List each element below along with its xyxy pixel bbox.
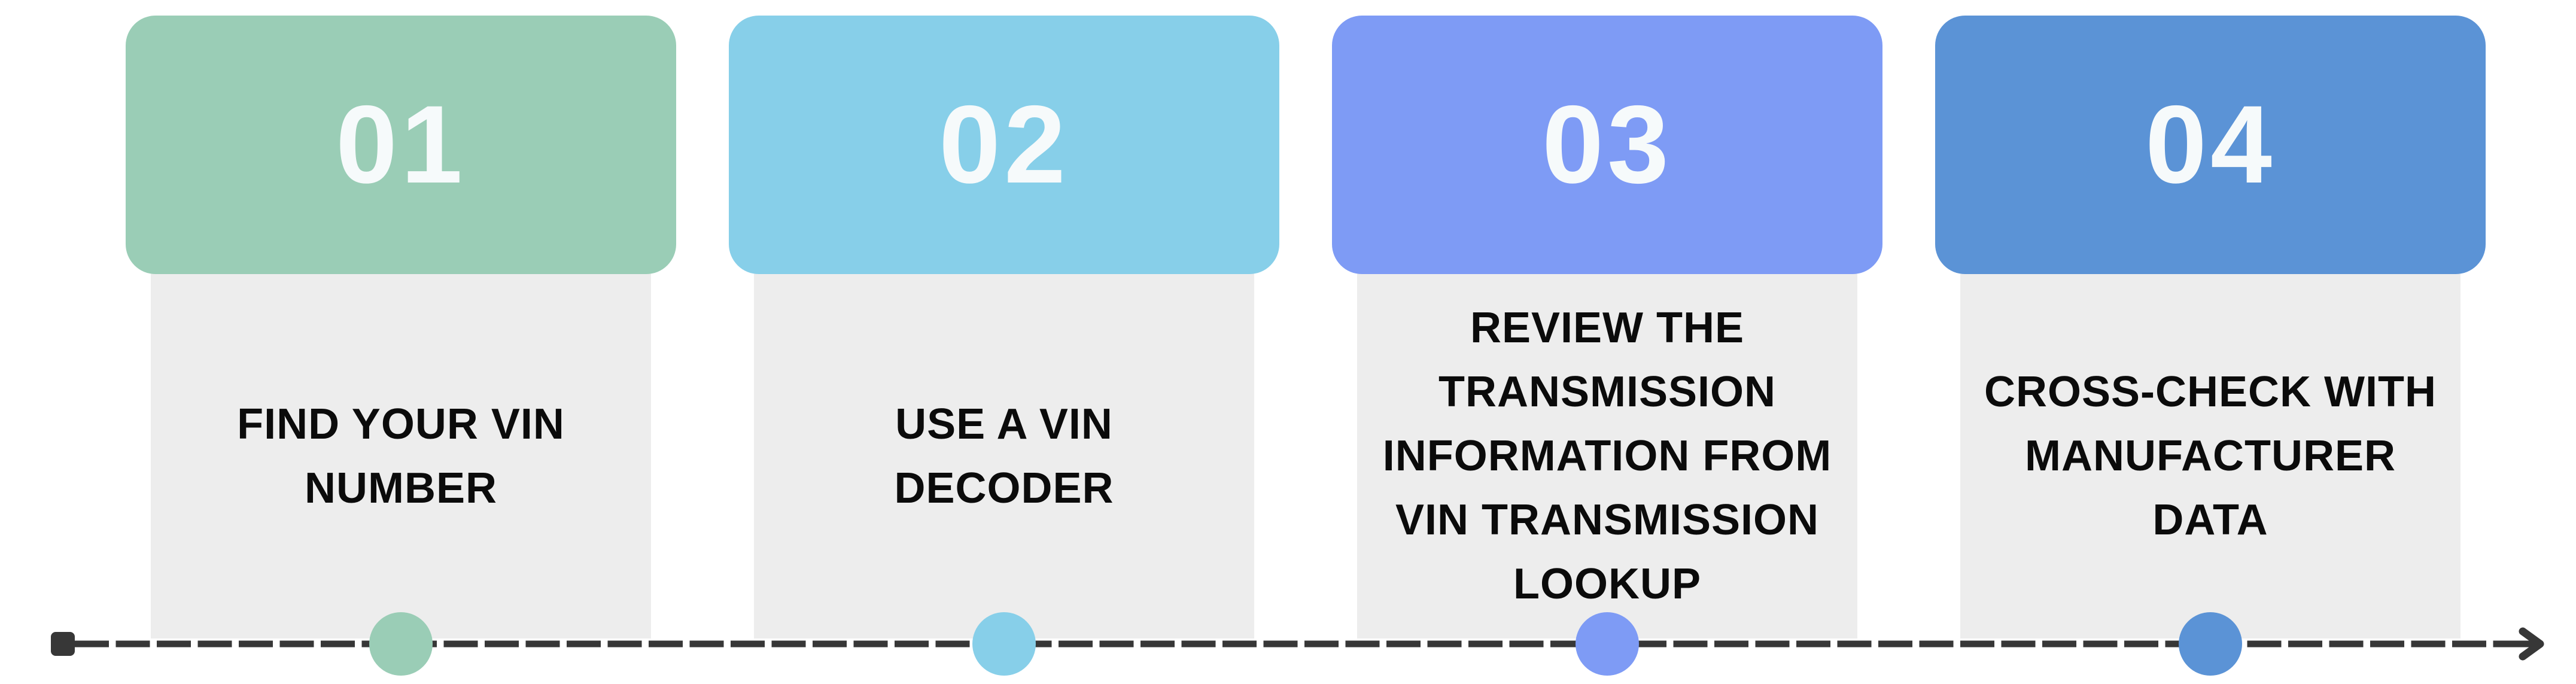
step-2-number: 02 [939, 83, 1069, 206]
step-4-number-badge: 04 [1935, 16, 2486, 274]
step-3-number: 03 [1542, 83, 1672, 206]
step-card-1: FIND YOUR VIN NUMBER 01 [126, 0, 676, 684]
step-2-timeline-dot [972, 612, 1036, 676]
step-3-timeline-dot [1576, 612, 1639, 676]
timeline-start-square-icon [51, 632, 75, 656]
step-card-2: USE A VIN DECODER 02 [729, 0, 1279, 684]
step-3-description: REVIEW THE TRANSMISSION INFORMATION FROM… [1382, 304, 1832, 608]
arrow-head [2519, 627, 2544, 661]
step-1-number: 01 [336, 83, 466, 206]
step-3-number-badge: 03 [1332, 16, 1882, 274]
step-4-number: 04 [2145, 83, 2276, 206]
timeline [51, 627, 2544, 661]
timeline-arrow-right-icon [2501, 627, 2544, 661]
step-1-number-badge: 01 [126, 16, 676, 274]
step-1-description: FIND YOUR VIN NUMBER [237, 400, 565, 512]
step-card-4: CROSS-CHECK WITH MANUFACTURER DATA 04 [1935, 0, 2486, 684]
step-2-number-badge: 02 [729, 16, 1279, 274]
step-2-description: USE A VIN DECODER [894, 400, 1114, 512]
step-1-timeline-dot [369, 612, 433, 676]
step-4-timeline-dot [2179, 612, 2242, 676]
step-4-description: CROSS-CHECK WITH MANUFACTURER DATA [1984, 368, 2437, 544]
step-card-3: REVIEW THE TRANSMISSION INFORMATION FROM… [1332, 0, 1882, 684]
